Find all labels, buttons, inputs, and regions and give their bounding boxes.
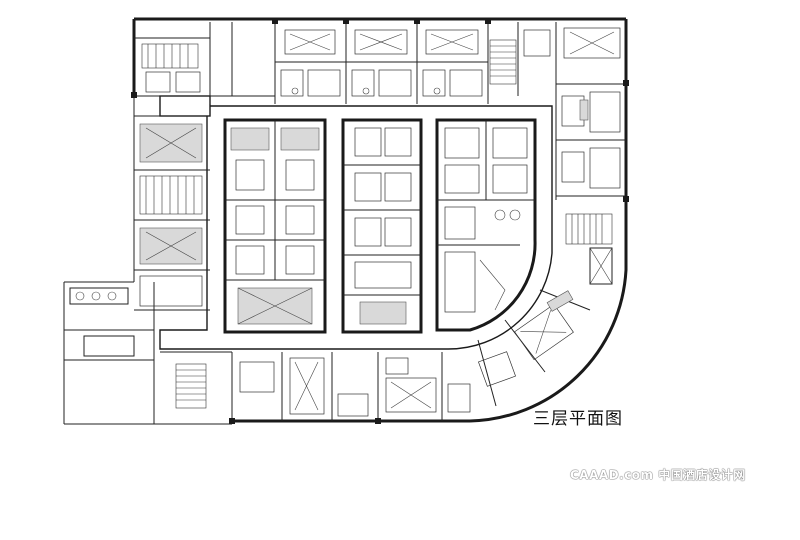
room-block-b bbox=[341, 118, 423, 334]
lower-left-annex bbox=[64, 287, 232, 409]
bottom-guest-rooms bbox=[231, 352, 471, 421]
room-block-c bbox=[435, 118, 537, 332]
room-block-a bbox=[223, 118, 327, 334]
plan-caption: 三层平面图 bbox=[533, 409, 623, 429]
site-watermark: CAAAD.com 中国酒店设计网 bbox=[570, 468, 746, 482]
exterior-walls bbox=[63, 17, 628, 425]
right-core bbox=[565, 213, 613, 285]
curved-suite bbox=[477, 289, 591, 407]
structural-columns bbox=[131, 18, 629, 424]
top-right-rooms bbox=[489, 22, 626, 200]
left-service-core bbox=[134, 22, 275, 311]
top-guest-rooms bbox=[274, 22, 489, 104]
